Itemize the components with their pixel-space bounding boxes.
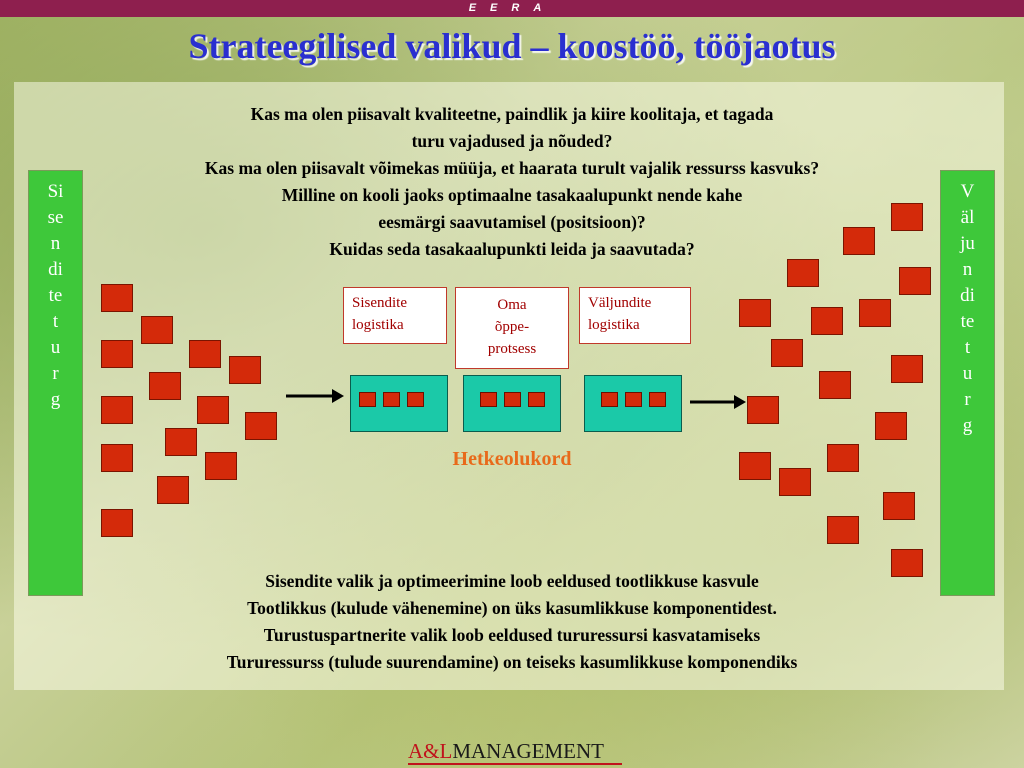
process-unit-square: [480, 392, 497, 407]
output-logistics-label: Väljundite logistika: [579, 287, 691, 344]
process-unit-square: [528, 392, 545, 407]
input-unit-square: [229, 356, 261, 384]
process-unit-square: [625, 392, 642, 407]
footer-underline: [408, 763, 622, 765]
input-market-text: se: [47, 207, 64, 228]
conclusion-line: Tururessurss (tulude suurendamine) on te…: [226, 652, 798, 672]
question-line: turu vajadused ja nõuded?: [411, 131, 613, 151]
output-market-text: di: [960, 285, 975, 306]
input-unit-square: [245, 412, 277, 440]
input-market-text: u: [50, 337, 61, 358]
input-unit-square: [141, 316, 173, 344]
output-unit-square: [891, 549, 923, 577]
own-process-box: [463, 375, 561, 432]
input-unit-square: [149, 372, 181, 400]
process-unit-square: [601, 392, 618, 407]
output-market-text: u: [962, 363, 973, 384]
label-line: Sisendite: [352, 295, 407, 311]
input-unit-square: [101, 509, 133, 537]
output-unit-square: [875, 412, 907, 440]
output-unit-square: [739, 299, 771, 327]
output-unit-square: [819, 371, 851, 399]
process-unit-square: [383, 392, 400, 407]
label-line: logistika: [352, 317, 404, 333]
output-market-text: n: [962, 259, 973, 280]
label-line: protsess: [487, 341, 537, 357]
output-unit-square: [883, 492, 915, 520]
footer-brand-accent: A&L: [408, 739, 453, 763]
input-unit-square: [101, 340, 133, 368]
process-unit-square: [359, 392, 376, 407]
input-market-text: t: [52, 311, 59, 332]
input-market-text: g: [50, 389, 61, 410]
output-unit-square: [859, 299, 891, 327]
input-unit-square: [197, 396, 229, 424]
slide-title: Strateegilised valikud – koostöö, tööjao…: [188, 26, 836, 66]
output-unit-square: [843, 227, 875, 255]
input-market-text: r: [52, 363, 59, 384]
question-line: eesmärgi saavutamisel (positsioon)?: [378, 212, 646, 232]
process-unit-square: [504, 392, 521, 407]
output-unit-square: [747, 396, 779, 424]
output-market-text: t: [964, 337, 971, 358]
output-unit-square: [899, 267, 931, 295]
input-process-box: [350, 375, 448, 432]
output-market-text: äl: [960, 207, 975, 228]
label-line: logistika: [588, 317, 640, 333]
input-market-text: di: [48, 259, 63, 280]
output-unit-square: [739, 452, 771, 480]
output-unit-square: [811, 307, 843, 335]
conclusion-line: Tootlikkus (kulude vähenemine) on üks ka…: [247, 598, 777, 618]
brand-label: EERA: [468, 2, 556, 14]
input-market-text: Si: [47, 181, 64, 202]
current-state-label: Hetkeolukord: [452, 448, 572, 470]
output-process-box: [584, 375, 682, 432]
input-unit-square: [101, 444, 133, 472]
input-unit-square: [165, 428, 197, 456]
question-line: Kas ma olen piisavalt kvaliteetne, paind…: [250, 104, 774, 124]
input-unit-square: [101, 396, 133, 424]
output-market-text: te: [960, 311, 975, 332]
process-unit-square: [649, 392, 666, 407]
input-market-bar: Si se n di te t u r g: [28, 170, 83, 596]
output-unit-square: [891, 203, 923, 231]
output-market-text: ju: [960, 233, 975, 254]
output-market-bar: V äl ju n di te t u r g: [940, 170, 995, 596]
input-unit-square: [189, 340, 221, 368]
label-line: Väljundite: [588, 295, 652, 311]
input-market-text: te: [48, 285, 63, 306]
own-learning-process-label: Oma õppe- protsess: [455, 287, 569, 369]
question-line: Kuidas seda tasakaalupunkti leida ja saa…: [329, 239, 695, 259]
input-unit-square: [101, 284, 133, 312]
question-line: Milline on kooli jaoks optimaalne tasaka…: [281, 185, 743, 205]
label-line: Oma: [497, 297, 527, 313]
output-unit-square: [827, 444, 859, 472]
output-unit-square: [891, 355, 923, 383]
questions-block: Kas ma olen piisavalt kvaliteetne, paind…: [100, 101, 924, 263]
output-market-text: g: [962, 415, 973, 436]
conclusions-block: Sisendite valik ja optimeerimine loob ee…: [100, 568, 924, 676]
conclusion-line: Sisendite valik ja optimeerimine loob ee…: [265, 571, 759, 591]
process-unit-square: [407, 392, 424, 407]
output-unit-square: [787, 259, 819, 287]
input-unit-square: [157, 476, 189, 504]
output-unit-square: [827, 516, 859, 544]
output-market-text: V: [960, 181, 975, 202]
output-market-text: r: [964, 389, 971, 410]
conclusion-line: Turustuspartnerite valik loob eeldused t…: [263, 625, 761, 645]
top-brand-bar: EERA: [0, 0, 1024, 17]
footer-brand-main: MANAGEMENT: [452, 739, 604, 763]
input-market-text: n: [50, 233, 61, 254]
output-unit-square: [771, 339, 803, 367]
question-line: Kas ma olen piisavalt võimekas müüja, et…: [204, 158, 820, 178]
label-line: õppe-: [494, 319, 530, 335]
footer-logo: A&LMANAGEMENT: [408, 738, 622, 765]
input-unit-square: [205, 452, 237, 480]
input-logistics-label: Sisendite logistika: [343, 287, 447, 344]
arrow-right-icon: [286, 389, 344, 403]
arrow-right-icon: [690, 395, 746, 409]
output-unit-square: [779, 468, 811, 496]
